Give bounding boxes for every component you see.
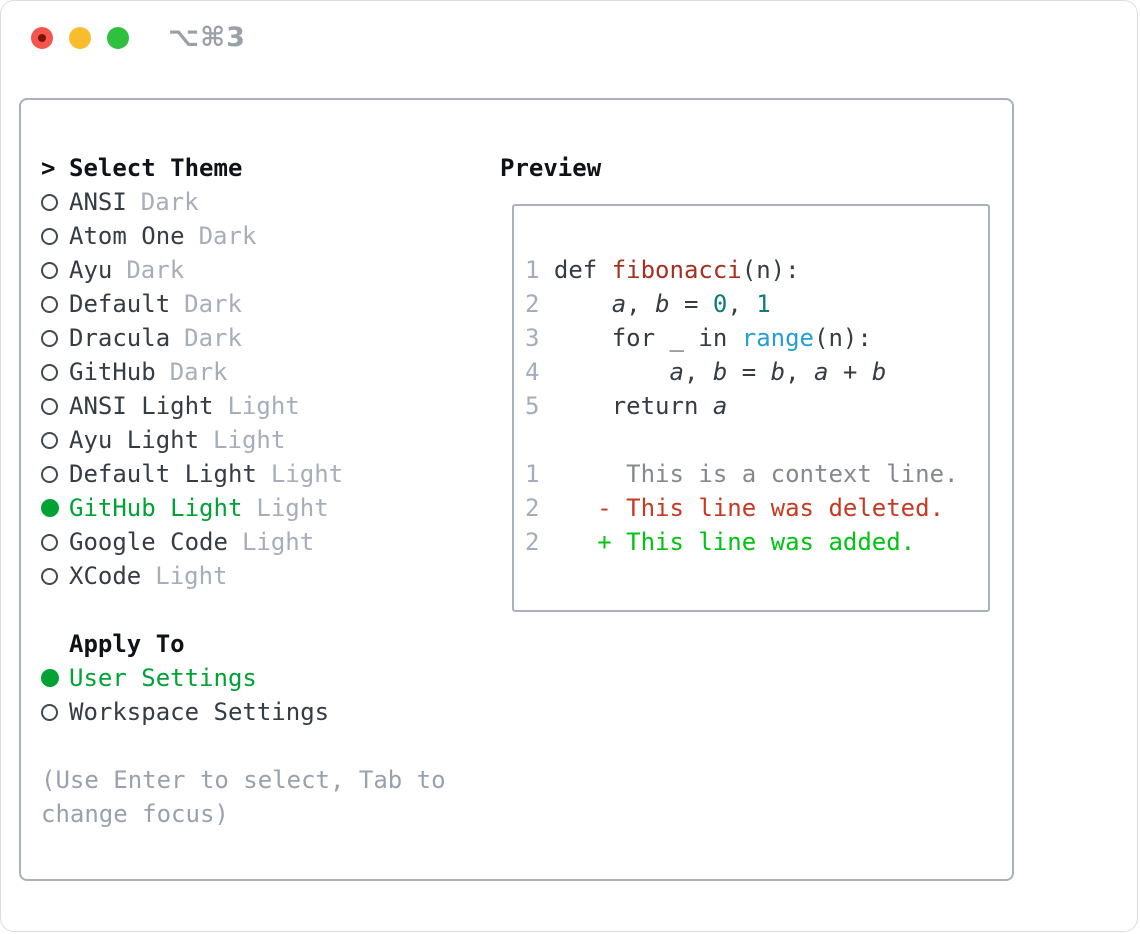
radio-empty-icon bbox=[41, 703, 58, 721]
radio-empty-icon bbox=[41, 295, 58, 313]
theme-option-default-light[interactable]: Default Light Light bbox=[41, 457, 343, 491]
code-line: 1 def fibonacci(n): bbox=[525, 256, 800, 284]
code-line: 5 return a bbox=[525, 392, 728, 420]
hint-line: (Use Enter to select, Tab to bbox=[41, 766, 446, 794]
window-title: ⌥⌘3 bbox=[168, 22, 246, 53]
theme-section-header: > Select Theme bbox=[41, 151, 242, 185]
theme-option-atom-one[interactable]: Atom One Dark bbox=[41, 219, 343, 253]
theme-option-xcode[interactable]: XCode Light bbox=[41, 559, 343, 593]
radio-empty-icon bbox=[41, 227, 58, 245]
preview-box bbox=[512, 204, 990, 612]
code-line: 2 a, b = 0, 1 bbox=[525, 290, 771, 318]
apply-option-user-settings[interactable]: User Settings bbox=[41, 661, 329, 695]
radio-empty-icon bbox=[41, 193, 58, 211]
title-bar: ⌥⌘3 bbox=[1, 1, 1137, 75]
radio-empty-icon bbox=[41, 363, 58, 381]
code-line bbox=[525, 423, 958, 457]
option-label: Google Code bbox=[69, 528, 228, 556]
variant-badge: Light bbox=[227, 392, 300, 420]
radio-empty-icon bbox=[41, 261, 58, 279]
code-line: 1 This is a context line. bbox=[525, 460, 959, 488]
variant-badge: Dark bbox=[198, 222, 257, 250]
option-label: ANSI Light bbox=[69, 392, 214, 420]
variant-badge: Light bbox=[270, 460, 344, 488]
minimize-button[interactable] bbox=[69, 27, 91, 49]
theme-option-ayu[interactable]: Ayu Dark bbox=[41, 253, 343, 287]
radio-empty-icon bbox=[41, 533, 58, 551]
hint-line: change focus) bbox=[41, 800, 229, 828]
theme-option-github[interactable]: GitHub Dark bbox=[41, 355, 343, 389]
radio-empty-icon bbox=[41, 329, 58, 347]
code-line: 4 a, b = b, a + b bbox=[525, 358, 887, 386]
option-label: Default Light bbox=[69, 460, 257, 488]
radio-selected-icon bbox=[41, 499, 59, 517]
theme-option-github-light[interactable]: GitHub Light Light bbox=[41, 491, 343, 525]
theme-option-ansi-light[interactable]: ANSI Light Light bbox=[41, 389, 343, 423]
preview-title: Preview bbox=[500, 154, 602, 182]
option-label: Atom One bbox=[69, 222, 185, 250]
radio-empty-icon bbox=[41, 397, 58, 415]
variant-badge: Light bbox=[256, 494, 329, 522]
theme-option-google-code[interactable]: Google Code Light bbox=[41, 525, 343, 559]
apply-section-header: Apply To bbox=[69, 627, 185, 661]
variant-badge: Dark bbox=[126, 256, 185, 284]
apply-option-workspace-settings[interactable]: Workspace Settings bbox=[41, 695, 329, 729]
code-line: 2 + This line was added. bbox=[525, 528, 916, 556]
option-label: XCode bbox=[69, 562, 142, 590]
variant-badge: Dark bbox=[169, 358, 228, 386]
option-label: Workspace Settings bbox=[69, 698, 330, 726]
option-label: Ayu Light bbox=[69, 426, 200, 454]
option-label: Dracula bbox=[69, 324, 171, 352]
option-label: Default bbox=[69, 290, 171, 318]
variant-badge: Dark bbox=[140, 188, 199, 216]
theme-option-ayu-light[interactable]: Ayu Light Light bbox=[41, 423, 343, 457]
option-label: GitHub Light bbox=[69, 494, 243, 522]
prompt-icon: > bbox=[41, 154, 56, 182]
code-line: 2 - This line was deleted. bbox=[525, 494, 945, 522]
variant-badge: Light bbox=[241, 528, 315, 556]
option-label: Ayu bbox=[69, 256, 113, 284]
option-label: ANSI bbox=[69, 188, 127, 216]
apply-section-title: Apply To bbox=[69, 630, 185, 658]
variant-badge: Dark bbox=[184, 290, 242, 318]
maximize-button[interactable] bbox=[107, 27, 129, 49]
option-label: GitHub bbox=[69, 358, 156, 386]
preview-section-header: Preview bbox=[500, 151, 601, 185]
radio-empty-icon bbox=[41, 567, 58, 585]
variant-badge: Light bbox=[155, 562, 228, 590]
close-button[interactable] bbox=[31, 27, 53, 49]
theme-option-ansi[interactable]: ANSI Dark bbox=[41, 185, 343, 219]
theme-option-default[interactable]: Default Dark bbox=[41, 287, 343, 321]
theme-option-dracula[interactable]: Dracula Dark bbox=[41, 321, 343, 355]
code-line: 3 for _ in range(n): bbox=[525, 324, 872, 352]
theme-section-title: Select Theme bbox=[69, 154, 243, 182]
variant-badge: Light bbox=[213, 426, 286, 454]
radio-empty-icon bbox=[41, 465, 58, 483]
radio-empty-icon bbox=[41, 431, 58, 449]
variant-badge: Dark bbox=[184, 324, 242, 352]
radio-selected-icon bbox=[41, 669, 59, 687]
option-label: User Settings bbox=[69, 664, 257, 692]
hint-text: (Use Enter to select, Tab to change focus… bbox=[41, 763, 446, 831]
preview-code: 1 def fibonacci(n): 2 a, b = 0, 1 3 for _ … bbox=[525, 253, 958, 559]
